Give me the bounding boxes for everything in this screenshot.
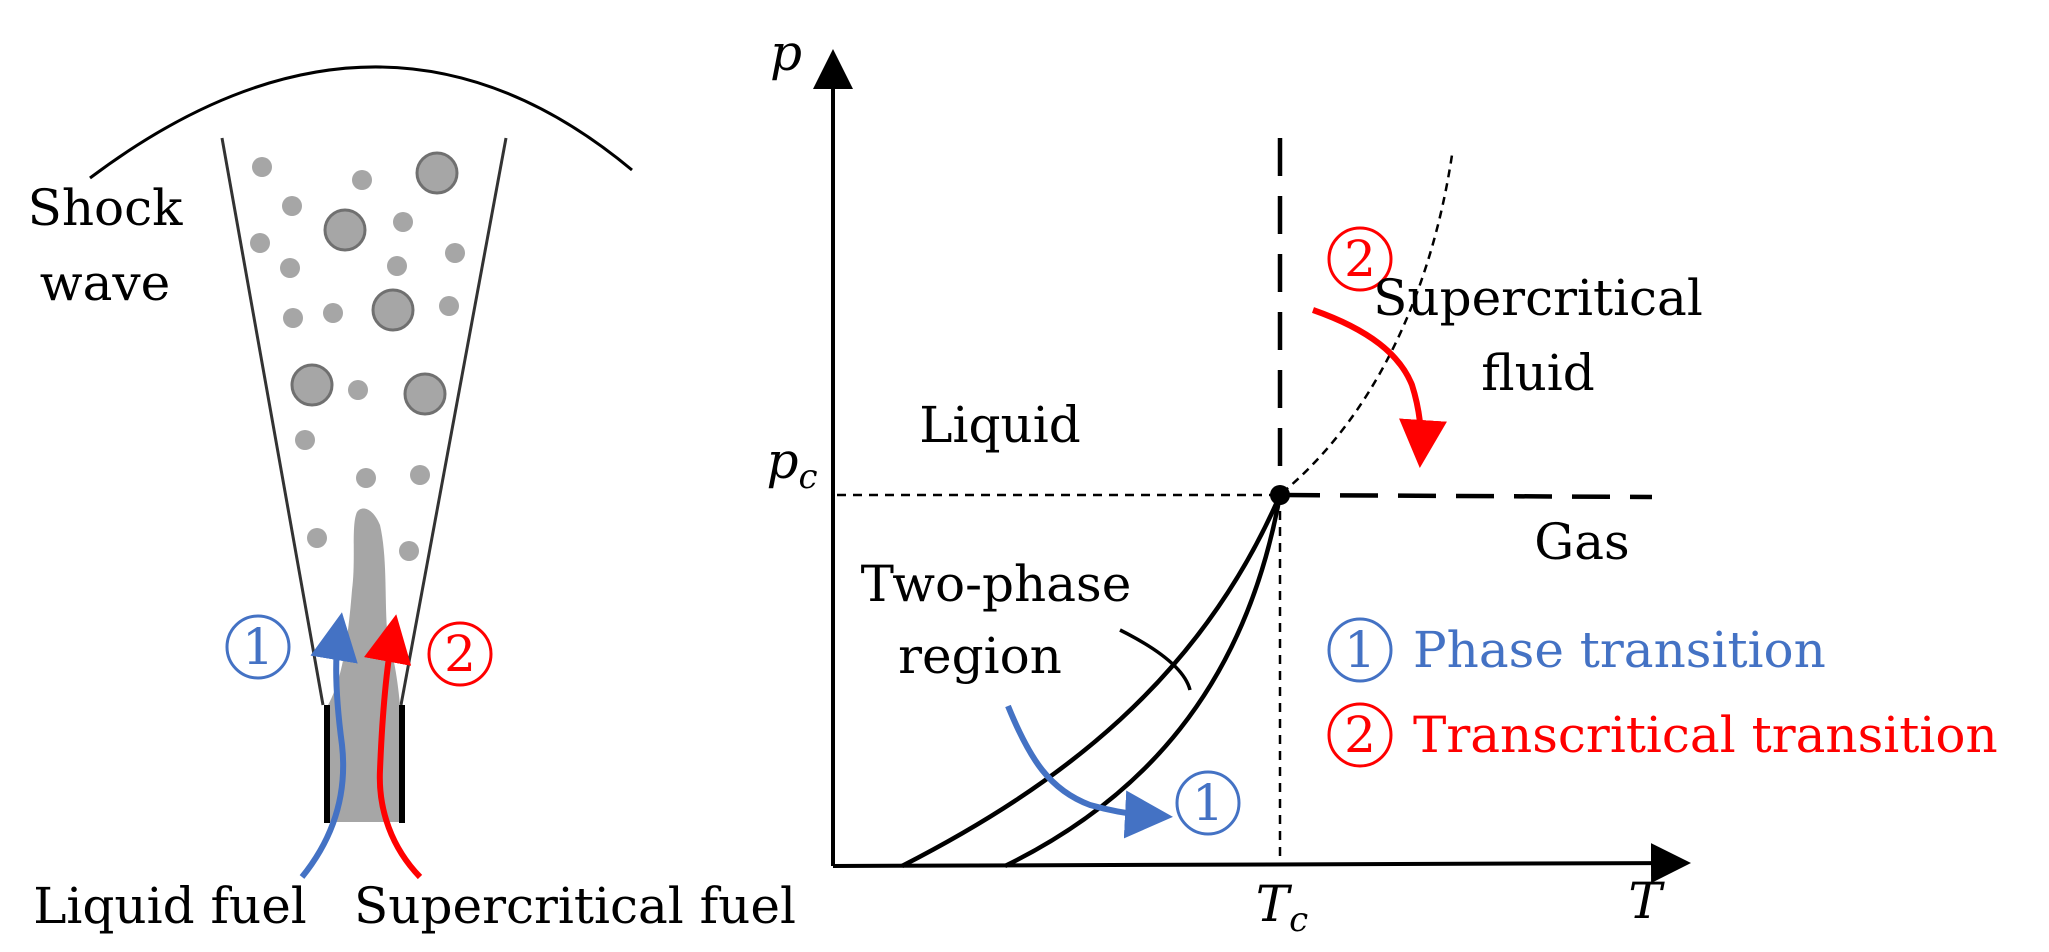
transcritical-transition-arrow xyxy=(1312,307,1447,468)
liquid-fuel-arrow xyxy=(299,612,358,879)
spray-right-edge xyxy=(399,137,508,706)
droplet-small xyxy=(295,430,315,450)
saturation-curve-outer xyxy=(900,494,1283,869)
supercritical-fuel-label: Supercritical fuel xyxy=(354,877,796,935)
droplet-small xyxy=(250,233,270,253)
droplet-small xyxy=(307,528,327,548)
shock-wave-label: wave xyxy=(40,254,170,312)
phase-diagram: 1 2 p T pc Tc Liquid Gas Supercritical f… xyxy=(766,24,1702,940)
critical-temperature-base: T xyxy=(1256,875,1293,933)
phase-transition-arrow xyxy=(1005,704,1173,839)
droplet-large xyxy=(290,363,334,407)
droplet-small xyxy=(282,196,302,216)
shock-wave-label: Shock xyxy=(28,179,184,237)
marker-2-circle xyxy=(427,621,493,687)
two-phase-region-label: region xyxy=(898,627,1062,685)
droplet-small xyxy=(352,170,372,190)
legend-marker-2-text: 2 xyxy=(1344,706,1376,764)
saturation-curve-inner xyxy=(1004,494,1283,869)
injector-panel: 1 2 Shock wave Liquid fuel Supercritical… xyxy=(28,65,796,935)
droplet-large xyxy=(415,151,459,195)
two-phase-region-label: Two-phase xyxy=(861,555,1132,613)
droplet-large xyxy=(371,288,415,332)
legend: 1 Phase transition 2 Transcritical trans… xyxy=(1327,617,1998,768)
droplet-small xyxy=(387,256,407,276)
two-phase-pointer xyxy=(1119,628,1192,691)
droplet-small xyxy=(323,303,343,323)
droplet-small xyxy=(393,212,413,232)
droplet-small xyxy=(410,465,430,485)
spray-left-edge xyxy=(220,137,325,706)
droplet-large xyxy=(403,372,447,416)
droplet-large xyxy=(323,208,367,252)
legend-marker-1-text: 1 xyxy=(1344,621,1376,679)
droplet-small xyxy=(348,380,368,400)
pseudo-boundary-horizontal xyxy=(1281,492,1653,500)
droplet-small xyxy=(399,541,419,561)
gas-region-label: Gas xyxy=(1534,513,1629,571)
supercritical-region-label: fluid xyxy=(1481,344,1595,402)
diagram-marker-2-text: 2 xyxy=(1344,230,1376,288)
t-axis xyxy=(832,843,1691,884)
large-droplets xyxy=(290,151,459,416)
shock-wave-arc xyxy=(89,65,633,180)
droplet-small xyxy=(252,157,272,177)
supercritical-region-label: Supercritical xyxy=(1373,269,1703,327)
critical-temperature-label: Tc xyxy=(1256,875,1308,940)
legend-marker-2-circle xyxy=(1327,702,1393,768)
diagram-marker-2-circle xyxy=(1327,226,1393,292)
critical-temperature-sub: c xyxy=(1289,900,1308,940)
marker-2-text: 2 xyxy=(444,625,476,683)
droplet-small xyxy=(356,468,376,488)
diagram-marker-1-text: 1 xyxy=(1192,774,1224,832)
droplet-small xyxy=(439,296,459,316)
legend-label-transcritical-transition: Transcritical transition xyxy=(1413,706,1998,764)
droplet-small xyxy=(280,258,300,278)
p-axis-label: p xyxy=(770,24,802,82)
marker-1-text: 1 xyxy=(242,618,274,676)
critical-point xyxy=(1270,485,1290,505)
t-axis-label: T xyxy=(1628,872,1665,930)
supercritical-fuel-arrow xyxy=(363,614,423,880)
droplets xyxy=(250,157,465,561)
critical-pressure-sub: c xyxy=(798,457,817,497)
critical-pressure-base: p xyxy=(766,432,798,490)
liquid-region-label: Liquid xyxy=(919,396,1080,454)
critical-pressure-label: pc xyxy=(766,432,817,497)
droplet-small xyxy=(283,308,303,328)
diagram-marker-1-circle xyxy=(1175,770,1241,836)
marker-1-circle xyxy=(225,614,291,680)
liquid-fuel-label: Liquid fuel xyxy=(33,877,307,935)
widom-line xyxy=(1281,154,1454,494)
legend-label-phase-transition: Phase transition xyxy=(1413,621,1826,679)
droplet-small xyxy=(445,243,465,263)
legend-marker-1-circle xyxy=(1327,617,1393,683)
